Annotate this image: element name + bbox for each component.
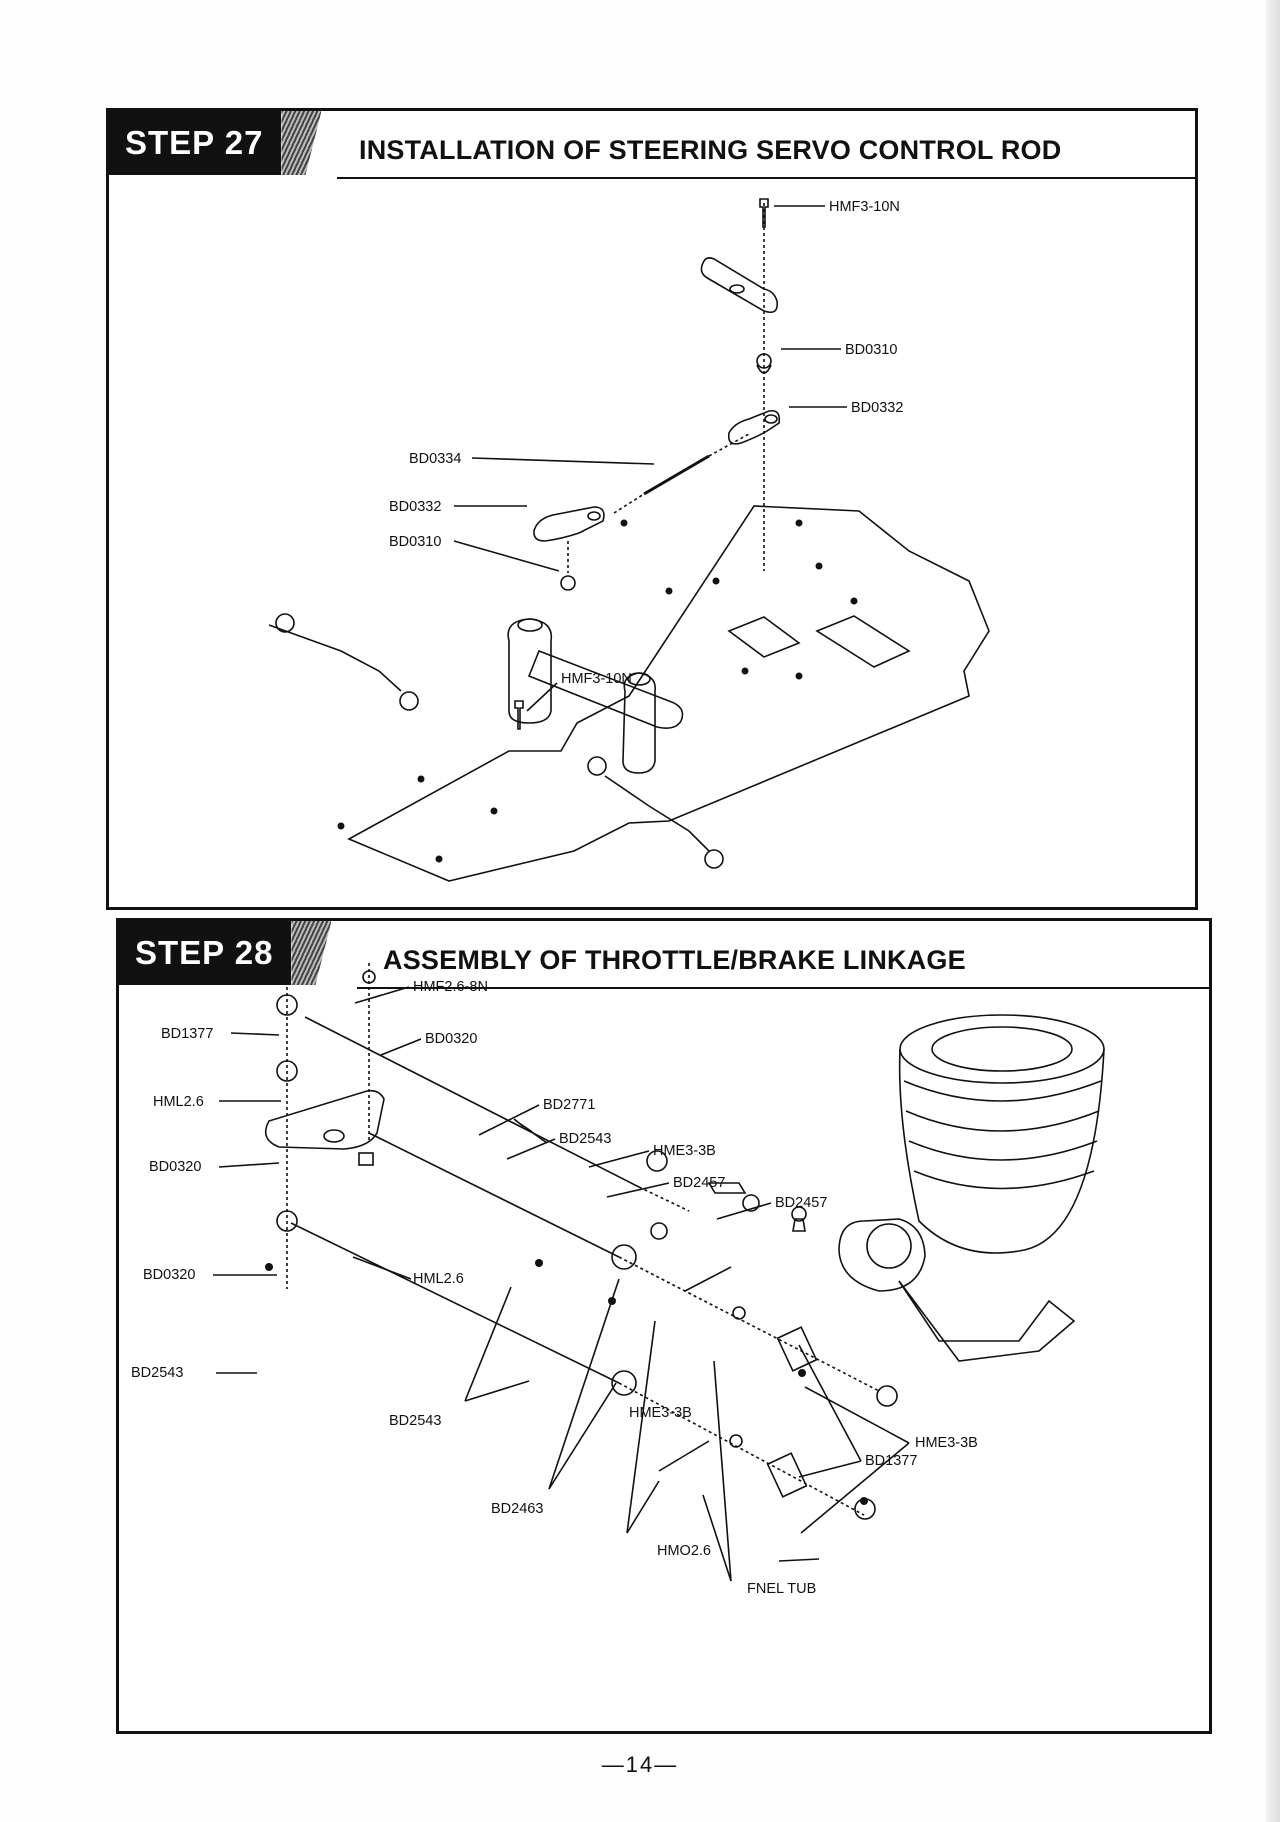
label-hme3-3b-right: HME3-3B	[915, 1435, 978, 1451]
label-hmf3-10n-top: HMF3-10N	[829, 199, 900, 215]
label-bd0310-top: BD0310	[845, 342, 897, 358]
rod-middle	[368, 1132, 620, 1258]
chassis-slot-1	[727, 616, 801, 658]
fuel-tube-2	[766, 1452, 808, 1498]
step-27-title-rule	[337, 177, 1195, 179]
servo-saver	[507, 618, 553, 724]
rod-lower	[290, 1222, 620, 1384]
page-edge-shadow	[1266, 0, 1280, 1822]
label-hml2-6-top: HML2.6	[153, 1094, 204, 1110]
label-hmf2-6-8n: HMF2.6-8N	[413, 979, 488, 995]
label-bd2543-rods: BD2543	[389, 1413, 441, 1429]
label-bd0332-top: BD0332	[851, 400, 903, 416]
screw-top	[759, 198, 769, 228]
step-28-tag: STEP 28	[119, 921, 292, 985]
tie-rod-left	[268, 624, 402, 692]
label-bd0320-bottom: BD0320	[143, 1267, 195, 1283]
label-bd2463: BD2463	[491, 1501, 543, 1517]
label-bd2543-spring: BD2543	[559, 1131, 611, 1147]
label-hme3-3b-top: HME3-3B	[153, 963, 216, 979]
label-hmo2-6: HMO2.6	[657, 1543, 711, 1559]
label-hml2-6-bottom: HML2.6	[413, 1271, 464, 1287]
label-bd1377-right: BD1377	[865, 1453, 917, 1469]
label-bd2543-screw: BD2543	[131, 1365, 183, 1381]
label-bd2457-a: BD2457	[673, 1175, 725, 1191]
ball-stud	[707, 1182, 747, 1194]
step-27-title: INSTALLATION OF STEERING SERVO CONTROL R…	[359, 135, 1062, 165]
step-28-panel: STEP 28 ASSEMBLY OF THROTTLE/BRAKE LINKA…	[116, 918, 1212, 1734]
label-bd0320-top: BD0320	[425, 1031, 477, 1047]
servo-screw	[514, 700, 524, 730]
label-bd0310-bottom: BD0310	[389, 534, 441, 550]
label-bd1377-left: BD1377	[161, 1026, 213, 1042]
engine-carb	[838, 1218, 926, 1292]
step-28-title-rule	[357, 987, 1209, 989]
pin-2	[658, 1440, 710, 1472]
fuel-tube-1	[776, 1326, 818, 1372]
rod-end-top	[727, 409, 781, 445]
chassis-plate	[347, 505, 990, 882]
step-27-tag: STEP 27	[109, 111, 282, 175]
label-hmf3-10n-servo: HMF3-10N	[561, 671, 632, 687]
label-hme3-3b-low: HME3-3B	[629, 1405, 692, 1421]
label-bd0334: BD0334	[409, 451, 461, 467]
throttle-lever	[264, 1089, 385, 1150]
steering-rod-diagram: HMF3-10N BD0310 BD0332 BD0334 BD0332 BD0…	[268, 198, 990, 882]
label-bd0332-bottom: BD0332	[389, 499, 441, 515]
steering-post-right	[622, 672, 656, 774]
rod-upper	[304, 1016, 640, 1188]
tie-rod-right	[604, 775, 710, 852]
label-fnel-tub: FNEL TUB	[747, 1581, 816, 1597]
page-number: —14—	[601, 1752, 679, 1777]
chassis-slot-2	[815, 615, 911, 668]
spring	[513, 1118, 548, 1144]
step-28-title: ASSEMBLY OF THROTTLE/BRAKE LINKAGE	[383, 945, 966, 975]
pin-1	[684, 1266, 732, 1292]
engine-head	[899, 1014, 1105, 1084]
rod-end-bottom	[533, 506, 605, 542]
label-bd2771: BD2771	[543, 1097, 595, 1113]
servo-horn	[700, 257, 779, 314]
step-27-panel: STEP 27 INSTALLATION OF STEERING SERVO C…	[106, 108, 1198, 910]
throttle-linkage-diagram: HME3-3B HMF2.6-8N BD1377 BD0320 HML2.6 B…	[131, 957, 1105, 1597]
label-bd2457-b: BD2457	[775, 1195, 827, 1211]
label-bd0320-mid: BD0320	[149, 1159, 201, 1175]
label-hme3-3b-mid: HME3-3B	[653, 1143, 716, 1159]
